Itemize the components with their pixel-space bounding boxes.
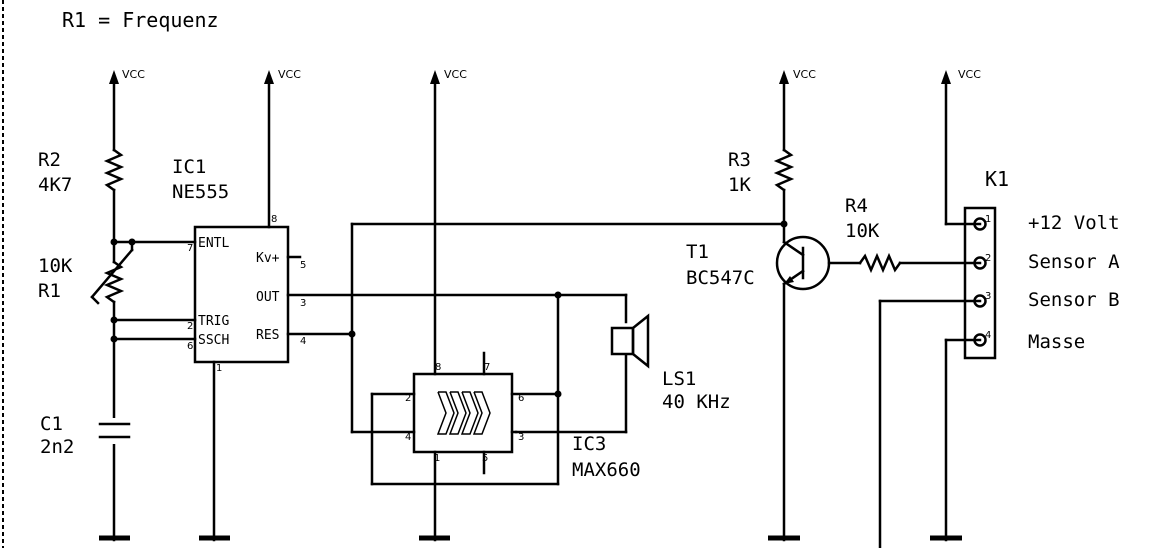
junction [554,291,562,299]
ic1-pinnum: 4 [300,336,306,347]
r4-resistor [858,252,982,274]
k1-pinnum: 4 [985,330,991,341]
ls1-ref: LS1 [662,368,696,390]
t1-transistor-icon [768,235,862,542]
r2-ref: R2 [38,149,61,171]
ic3-pinnum: 5 [482,453,488,464]
svg-text:VCC: VCC [958,68,981,81]
vcc-symbols: VCC VCC VCC VCC VCC [109,68,981,84]
ic1-pin-out: OUT [256,290,280,305]
k1-pinnum: 3 [985,291,991,302]
ic3-pinnum: 7 [484,362,490,373]
r1-ref: R1 [38,280,61,302]
c1-ref: C1 [40,413,63,435]
ic1-pin-res: RES [256,328,279,343]
ic3-pinnum: 6 [518,393,524,404]
ic1-pinnum: 1 [216,363,222,374]
ic1-pinnum: 7 [187,243,193,254]
t1-value: BC547C [686,267,755,289]
k1-pinnum: 2 [985,253,991,264]
ls1-speaker-icon [610,313,650,369]
ls1-value: 40 KHz [662,391,731,413]
r4-ref: R4 [845,195,868,217]
ic1-ref: IC1 [172,156,206,178]
k1-label-sensor-a: Sensor A [1028,251,1120,273]
r4-value: 10K [845,220,880,242]
ic1-pin-trig: TRIG [198,314,229,329]
r1-value: 10K [38,255,73,277]
ic3-pinnum: 2 [405,393,411,404]
r2-value: 4K7 [38,174,72,196]
svg-text:VCC: VCC [793,68,816,81]
ic1-pinnum: 3 [300,298,306,309]
svg-text:VCC: VCC [444,68,467,81]
vcc-ic3: VCC [430,68,467,84]
k1-label-12v: +12 Volt [1028,212,1120,234]
ic3-max660 [350,82,560,542]
ic3-ref: IC3 [572,433,606,455]
r3-ref: R3 [728,149,751,171]
ic1-pin-entl: ENTL [198,236,229,251]
ic1-pinnum: 8 [271,214,277,225]
t1-ref: T1 [686,241,709,263]
svg-text:VCC: VCC [122,68,145,81]
ic1-pinnum: 2 [187,321,193,332]
ic3-pinnum: 3 [518,432,524,443]
ic1-pinnum: 6 [187,341,193,352]
r1-potentiometer [90,240,134,542]
k1-label-masse: Masse [1028,331,1085,353]
r3-resistor [773,82,795,244]
vcc-k1: VCC [941,68,981,84]
vcc-r2: VCC [109,68,145,84]
svg-text:VCC: VCC [278,68,301,81]
schematic-title: R1 = Frequenz [62,8,219,32]
k1-ref: K1 [985,167,1009,191]
k1-pinnum: 1 [985,214,991,225]
ic3-value: MAX660 [572,459,641,481]
r2-resistor [103,82,125,264]
ic1-value: NE555 [172,181,229,203]
ic1-pin-kv: Kv+ [256,251,280,266]
vcc-ic1: VCC [264,68,301,84]
r3-value: 1K [728,174,751,196]
c1-value: 2n2 [40,436,74,458]
k1-connector [878,82,997,548]
c1-capacitor [98,418,131,444]
junction [348,330,356,338]
k1-label-sensor-b: Sensor B [1028,289,1120,311]
ic3-pinnum: 4 [405,432,411,443]
ic1-ne555 [193,82,302,542]
wires-main [286,222,786,486]
vcc-r3: VCC [779,68,816,84]
ic3-pinnum: 1 [434,453,440,464]
ic3-pinnum: 8 [435,362,441,373]
ic1-pin-ssch: SSCH [198,333,229,348]
ic1-pinnum: 5 [300,260,306,271]
